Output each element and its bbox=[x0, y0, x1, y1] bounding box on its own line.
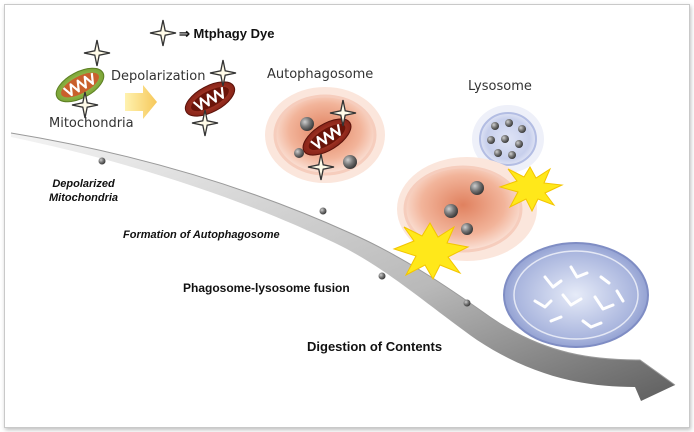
legend-dye-label: Mtphagy Dye bbox=[193, 26, 275, 41]
healthy-mitochondrion bbox=[55, 67, 105, 103]
legend-arrow: ⇒ bbox=[179, 26, 190, 41]
stage-digestion-label: Digestion of Contents bbox=[307, 339, 443, 354]
digestion-vesicle bbox=[503, 242, 649, 348]
stage-fusion-label: Phagosome-lysosome fusion bbox=[183, 281, 350, 295]
stage-depolarized-mitochondria: Depolarized Mitochondria bbox=[49, 177, 118, 205]
mtphagy-dye-star-icon bbox=[149, 19, 177, 47]
dye-star-icon bbox=[83, 39, 111, 67]
fluorescence-flash bbox=[498, 165, 564, 213]
legend: ⇒ Mtphagy Dye bbox=[179, 26, 274, 42]
mitochondria-label: Mitochondria bbox=[49, 116, 134, 131]
process-slope bbox=[10, 132, 676, 401]
stage-markers bbox=[98, 157, 471, 307]
lysosome-label: Lysosome bbox=[468, 79, 532, 94]
depolarized-mitochondrion bbox=[184, 81, 236, 117]
fluorescence-flash bbox=[392, 222, 470, 281]
stage-depolarized-line1: Depolarized bbox=[52, 178, 115, 190]
stage-formation-label: Formation of Autophagosome bbox=[123, 229, 280, 241]
stage-depolarized-line2: Mitochondria bbox=[49, 192, 119, 204]
figure-frame: ⇒ Mtphagy Dye Depolarization Mitochondri… bbox=[4, 4, 690, 428]
autophagosome bbox=[265, 87, 385, 183]
dye-star-icon bbox=[209, 59, 237, 87]
progress-arrow bbox=[125, 85, 157, 119]
depolarization-label: Depolarization bbox=[111, 69, 206, 84]
lysosome bbox=[472, 105, 544, 173]
mitophagy-diagram bbox=[10, 19, 676, 401]
autophagosome-label: Autophagosome bbox=[267, 67, 374, 82]
